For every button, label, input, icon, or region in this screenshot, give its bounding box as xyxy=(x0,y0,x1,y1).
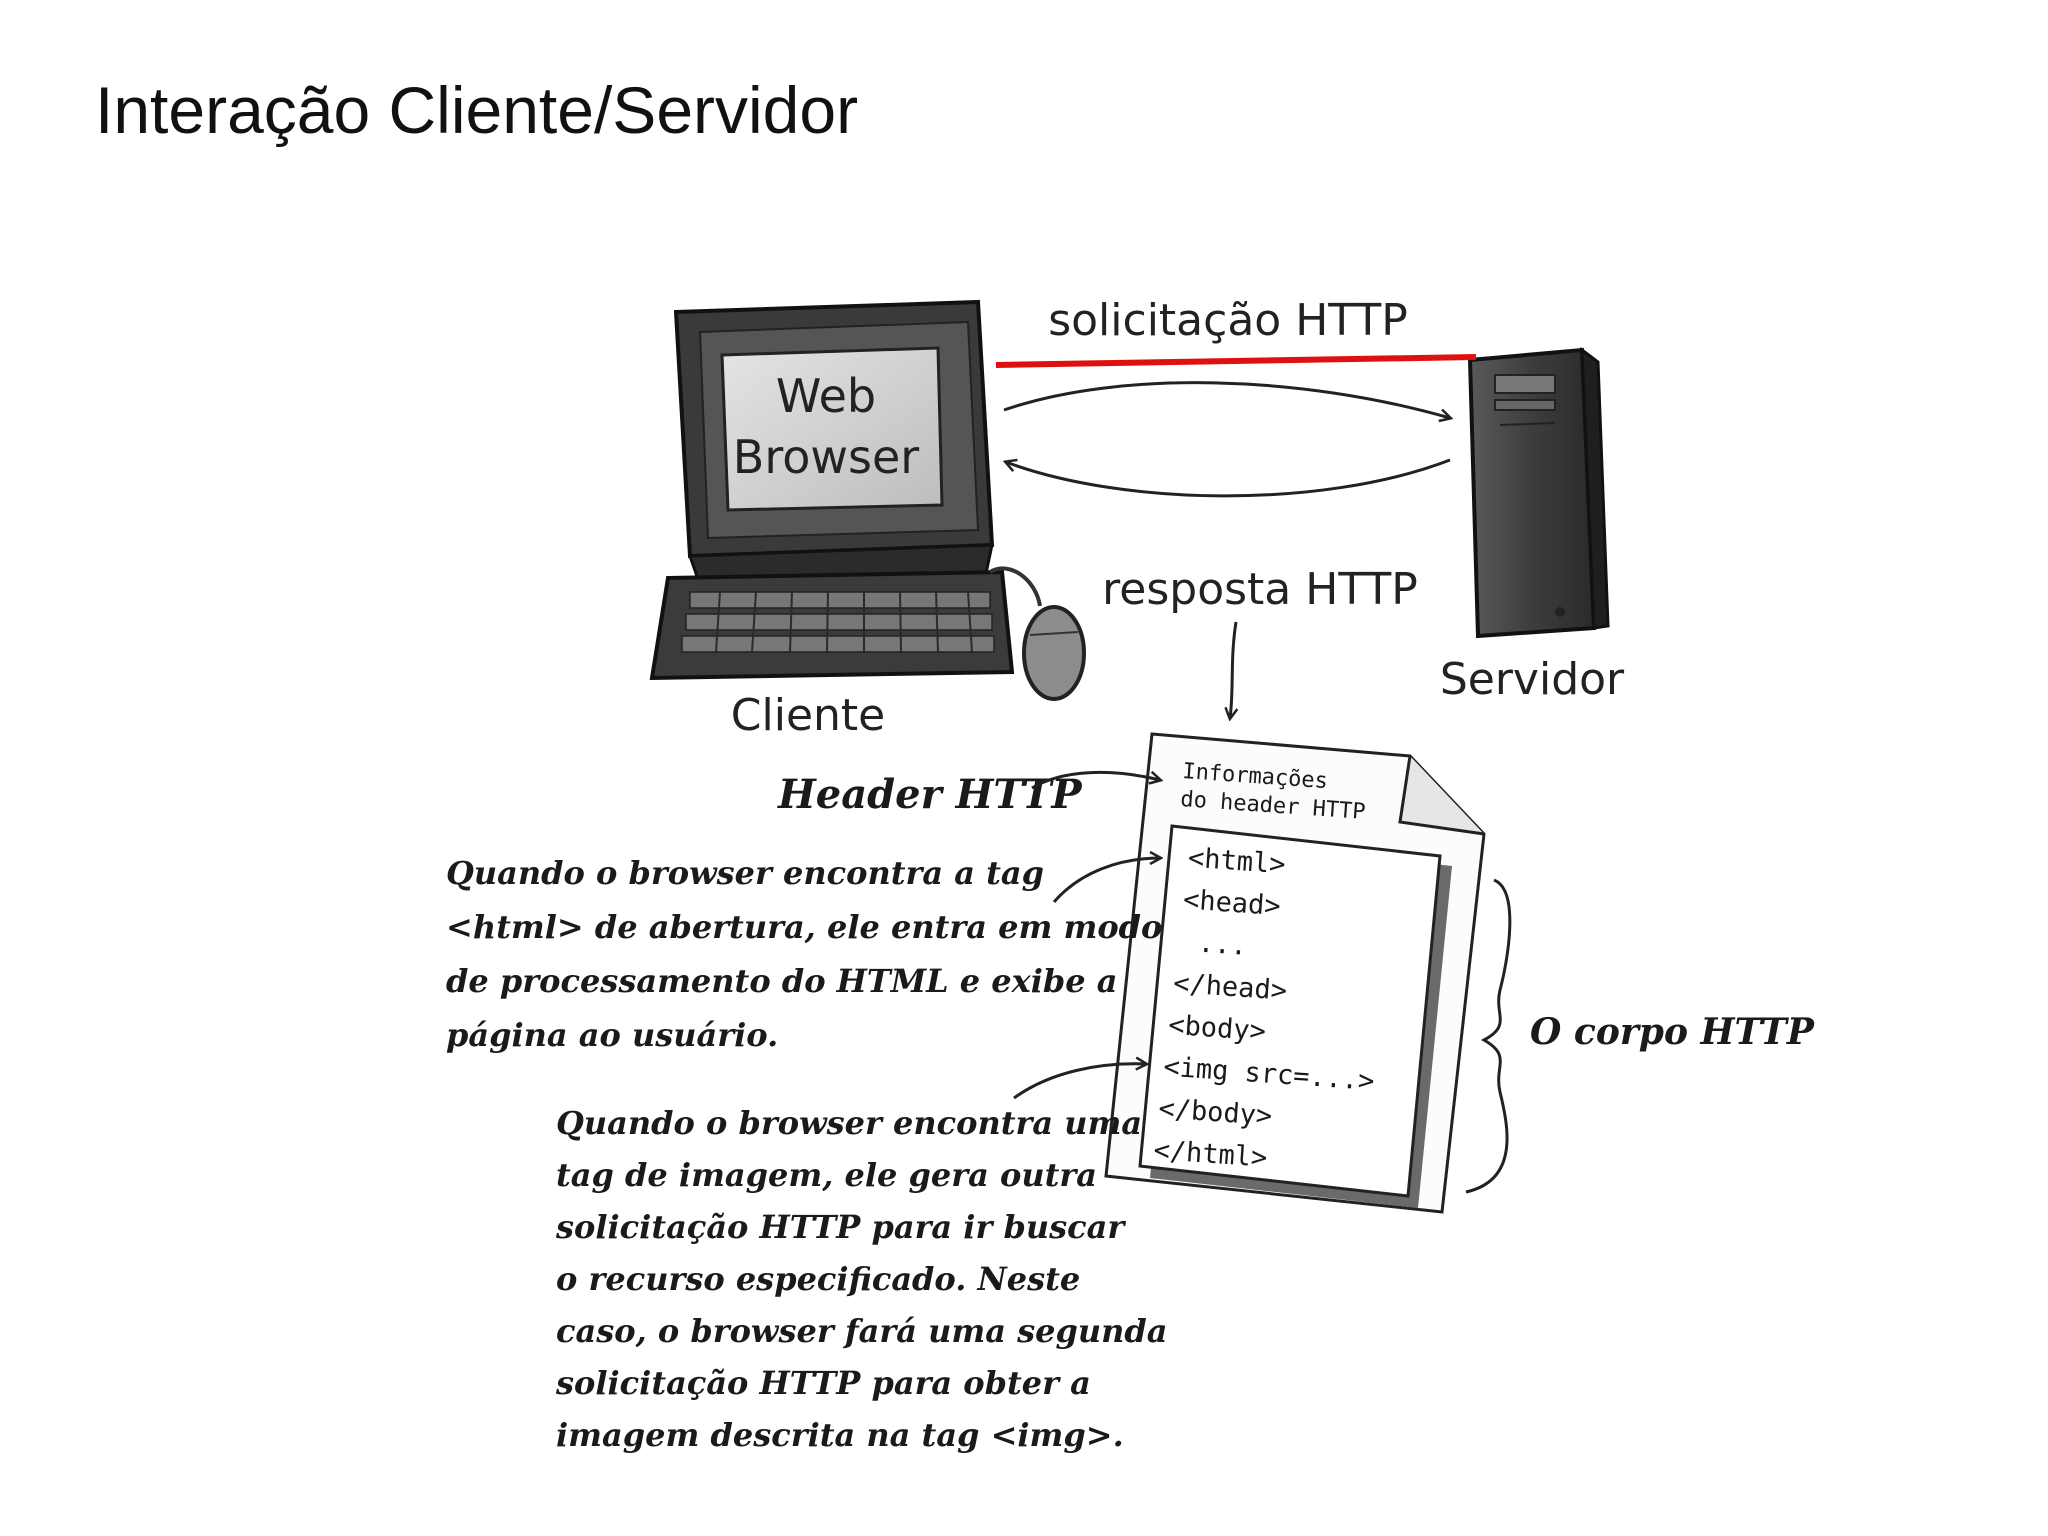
request-label: solicitação HTTP xyxy=(1048,295,1408,346)
svg-text:Quando o browser encontra uma: Quando o browser encontra uma xyxy=(556,1104,1142,1142)
svg-text:o recurso especificado. Neste: o recurso especificado. Neste xyxy=(556,1260,1080,1298)
svg-text:caso, o browser fará uma segun: caso, o browser fará uma segunda xyxy=(556,1312,1167,1350)
body-brace xyxy=(1465,878,1512,1194)
html-pointer-arrow xyxy=(1052,858,1160,903)
client-computer: Web Browser xyxy=(649,299,1086,741)
img-pointer-arrow xyxy=(1013,1064,1146,1100)
http-document: Informações do header HTTP <html> <head>… xyxy=(1104,732,1486,1214)
html-tag-annotation: Quando o browser encontra a tag <html> d… xyxy=(446,854,1162,1054)
header-http-annotation: Header HTTP xyxy=(777,771,1083,818)
response-down-arrow xyxy=(1230,621,1236,718)
body-http-annotation: O corpo HTTP xyxy=(1530,1011,1815,1053)
server-tower-icon xyxy=(1467,346,1610,639)
svg-text:solicitação HTTP para ir busca: solicitação HTTP para ir buscar xyxy=(555,1208,1126,1246)
request-highlight-line xyxy=(995,354,1477,368)
screen-label-browser: Browser xyxy=(733,430,919,484)
code-line-body-open: <body> xyxy=(1167,1010,1266,1048)
screen-label-web: Web xyxy=(776,369,876,423)
response-arrow xyxy=(1006,458,1451,498)
server-label: Servidor xyxy=(1440,654,1625,705)
request-arrow xyxy=(1003,381,1450,418)
response-label: resposta HTTP xyxy=(1102,564,1418,615)
svg-text:Quando o browser encontra a ta: Quando o browser encontra a tag xyxy=(446,854,1044,892)
keyboard-icon xyxy=(649,569,1015,681)
code-line-head-open: <head> xyxy=(1182,884,1281,922)
svg-text:<html> de abertura, ele entra: <html> de abertura, ele entra em modo xyxy=(446,908,1162,946)
client-label: Cliente xyxy=(731,690,885,741)
img-tag-annotation: Quando o browser encontra uma tag de ima… xyxy=(555,1104,1167,1454)
header-pointer-arrow xyxy=(1031,772,1160,790)
server: Servidor xyxy=(1440,346,1625,705)
code-line-html-open: <html> xyxy=(1187,843,1286,881)
svg-text:tag de imagem, ele gera outra: tag de imagem, ele gera outra xyxy=(556,1156,1097,1194)
svg-text:página ao usuário.: página ao usuário. xyxy=(446,1016,778,1054)
svg-text:solicitação HTTP para obter a: solicitação HTTP para obter a xyxy=(555,1364,1091,1402)
svg-text:de processamento do HTML e exi: de processamento do HTML e exibe a xyxy=(446,962,1117,1000)
code-line-ellipsis: ... xyxy=(1197,928,1248,962)
mouse-icon xyxy=(988,566,1086,701)
svg-text:imagem descrita na tag <img>.: imagem descrita na tag <img>. xyxy=(556,1416,1124,1454)
slide-title: Interação Cliente/Servidor xyxy=(95,73,859,147)
